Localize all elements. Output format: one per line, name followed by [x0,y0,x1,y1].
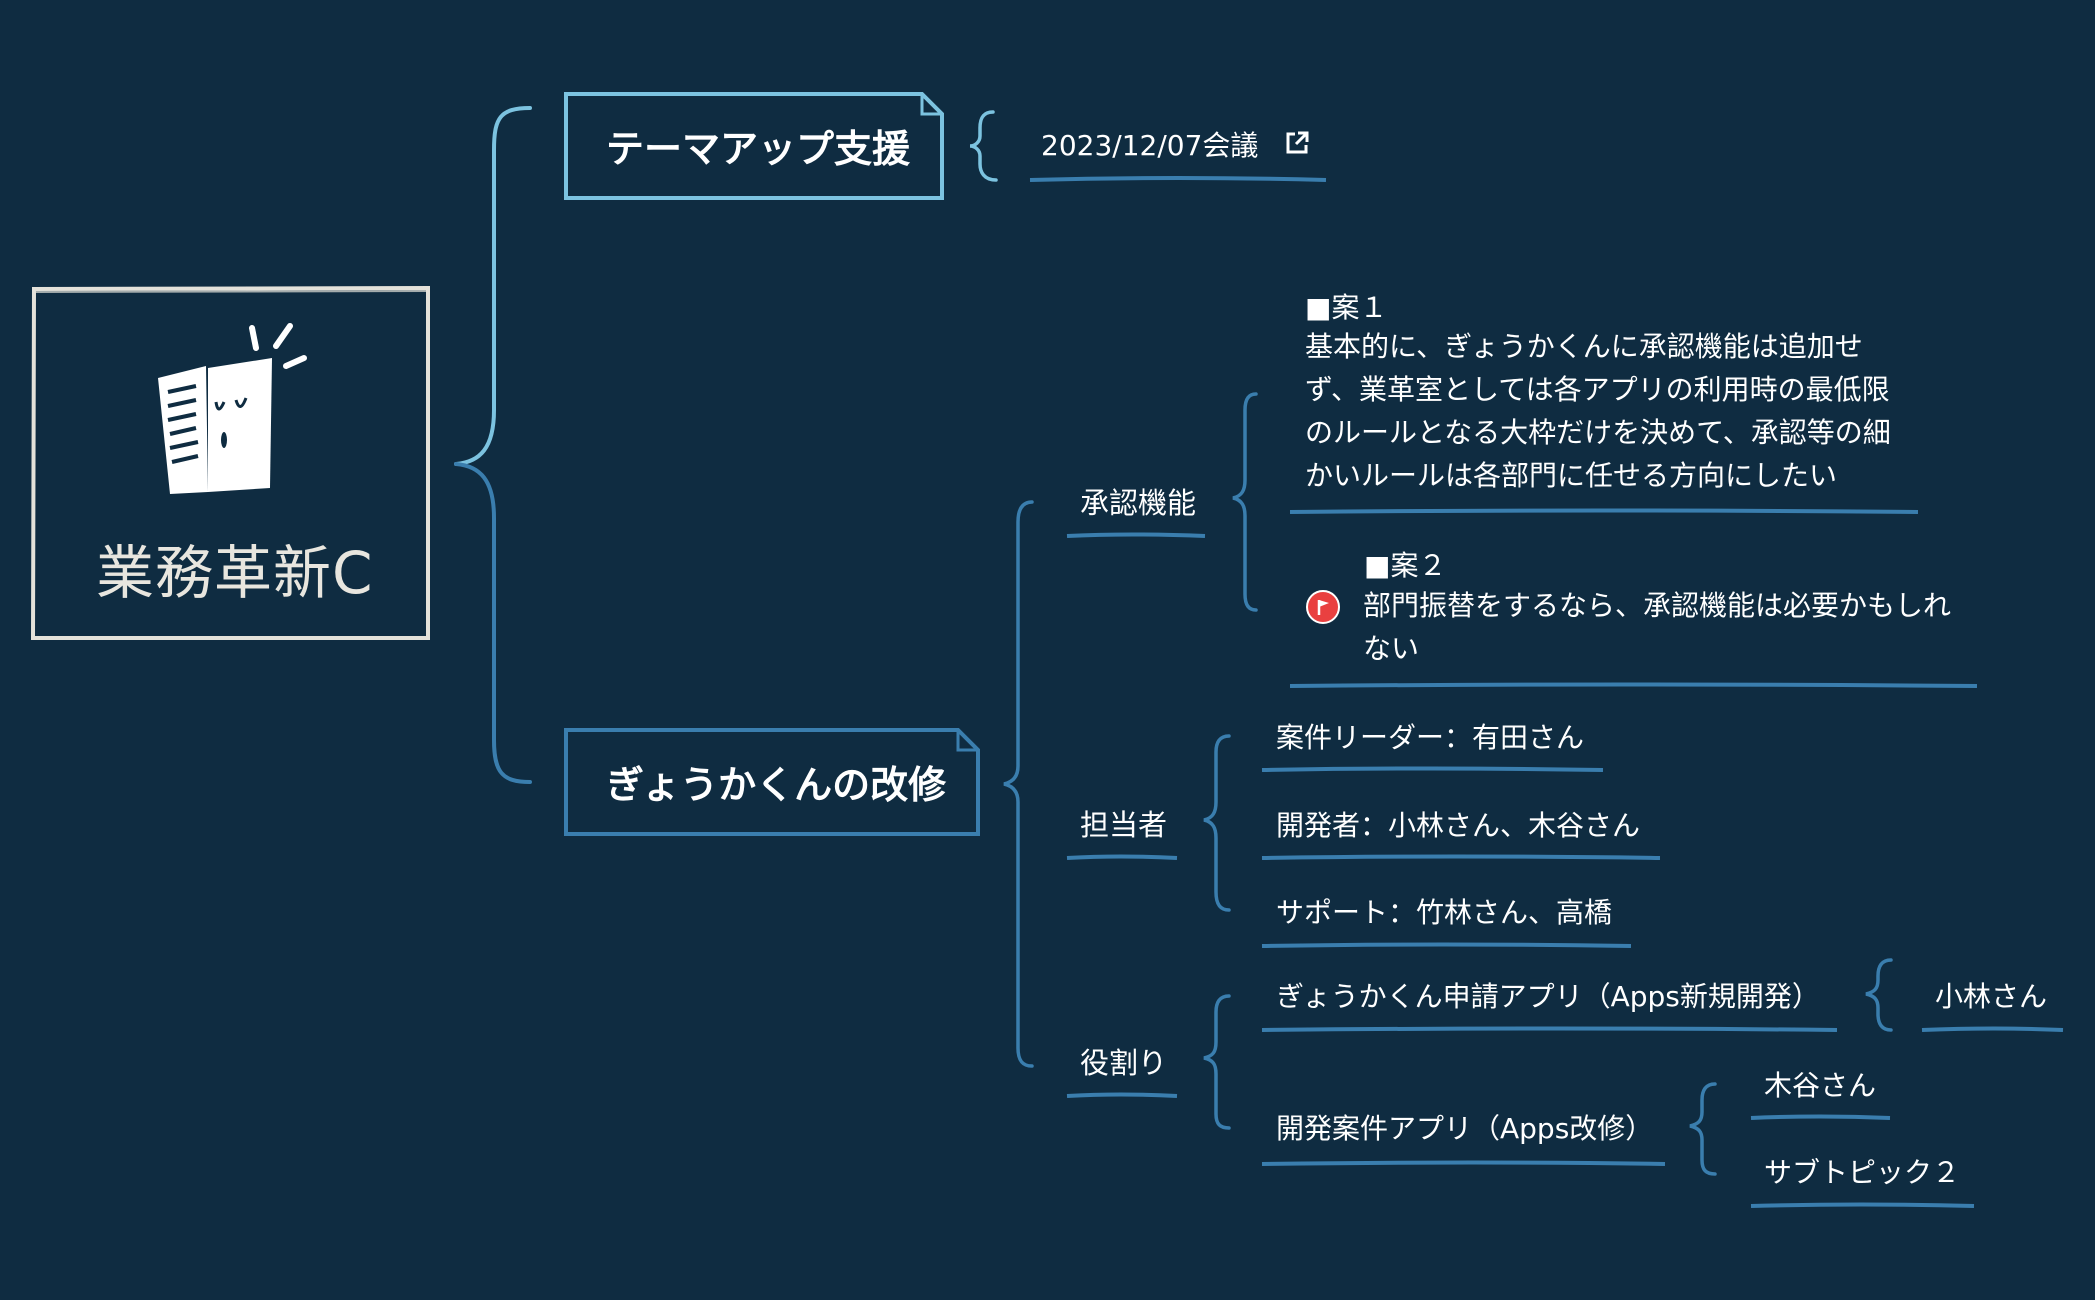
staff-item[interactable]: 案件リーダー：有田さん [1276,721,1585,754]
staff-item[interactable]: 開発者：小林さん、木谷さん [1276,809,1641,842]
role-app-new[interactable]: ぎょうかくん申請アプリ（Apps新規開発） [1276,980,1820,1013]
role-app-renovation-subtopic[interactable]: サブトピック２ [1764,1156,1961,1189]
plan2-line: ない [1363,632,1420,665]
plan1-line: 基本的に、ぎょうかくんに承認機能は追加せ [1305,330,1863,363]
plan2-heading: ■案２ [1364,549,1447,582]
plan2-text[interactable]: 部門振替をするなら、承認機能は必要かもしれ ない [1363,584,1983,670]
plan1-text[interactable]: 基本的に、ぎょうかくんに承認機能は追加せ ず、業革室としては各アプリの利用時の最… [1305,325,1945,497]
external-link-icon[interactable] [1284,130,1310,156]
subtopic-staff[interactable]: 担当者 [1080,808,1168,842]
role-app-renovation-owner[interactable]: 木谷さん [1764,1069,1877,1102]
subtopic-approval[interactable]: 承認機能 [1080,486,1197,520]
role-app-renovation[interactable]: 開発案件アプリ（Apps改修） [1276,1112,1654,1145]
staff-item[interactable]: サポート：竹林さん、高橋 [1276,896,1613,929]
branch-title-theme-support[interactable]: テーマアップ支援 [606,127,911,171]
red-flag-icon [1306,590,1340,624]
book-icon [158,323,307,494]
branch-title-gyokakun-renovation[interactable]: ぎょうかくんの改修 [606,763,947,807]
subtopic-roles[interactable]: 役割り [1080,1046,1168,1080]
plan1-line: のルールとなる大枠だけを決めて、承認等の細 [1305,416,1891,449]
plan1-line: かいルールは各部門に任せる方向にしたい [1305,459,1838,492]
meeting-link[interactable]: 2023/12/07会議 [1041,129,1259,162]
plan1-heading: ■案１ [1305,291,1388,324]
role-app-new-owner[interactable]: 小林さん [1935,980,2048,1013]
root-title[interactable]: 業務革新C [96,539,374,607]
plan2-line: 部門振替をするなら、承認機能は必要かもしれ [1363,589,1952,622]
plan1-line: ず、業革室としては各アプリの利用時の最低限 [1305,373,1890,406]
